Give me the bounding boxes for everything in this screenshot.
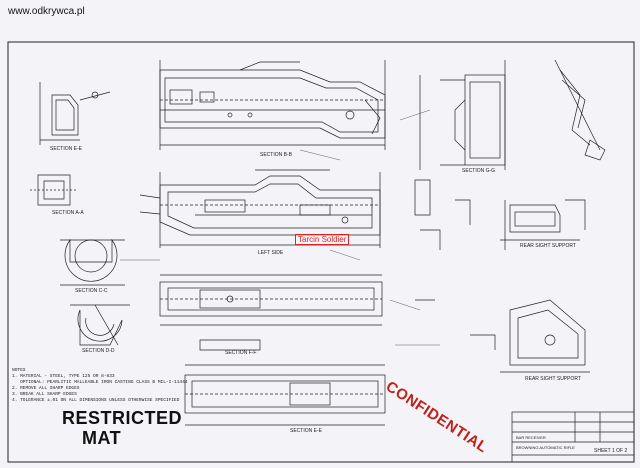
restricted-stamp: RESTRICTED MAT: [62, 408, 182, 448]
receiver-bottom-view-2: [184, 339, 386, 426]
section-label: REAR SIGHT SUPPORT: [520, 243, 576, 249]
section-label: SECTION E-E: [50, 146, 82, 152]
section-label: SECTION C-C: [75, 288, 108, 294]
receiver-left-side-view: [139, 169, 381, 248]
section-label: SECTION A-A: [52, 210, 84, 216]
receiver-top-view: [159, 60, 386, 150]
section-top-right: [419, 59, 606, 170]
section-label: SECTION F-F: [225, 350, 257, 356]
section-label: SECTION G-G: [462, 168, 496, 174]
section-aa: [30, 174, 78, 206]
restricted-line-1: RESTRICTED: [62, 408, 183, 428]
section-cc: [60, 238, 125, 286]
section-label: SECTION E-E: [290, 428, 322, 434]
section-ee-top: [39, 82, 111, 145]
receiver-bottom-view-1: [159, 274, 383, 326]
section-label: LEFT SIDE: [258, 250, 284, 256]
rear-sight-support-2: [500, 299, 590, 373]
watermark: www.odkrywca.pl: [8, 6, 85, 17]
title-block-subtitle: BROWNING AUTOMATIC RIFLE: [516, 445, 575, 450]
rear-sight-support-1: [500, 199, 586, 250]
small-details-right: [414, 179, 496, 350]
restricted-line-2: MAT: [82, 428, 122, 448]
sheet-number: SHEET 1 OF 2: [594, 448, 628, 454]
drawing-notes: NOTES 1. MATERIAL - STEEL, TYPE 125 OR 8…: [12, 368, 188, 403]
drawing-border: [7, 41, 635, 463]
section-label: SECTION B-B: [260, 152, 292, 158]
title-block: [511, 411, 635, 463]
section-label: SECTION D-D: [82, 348, 115, 354]
section-label: REAR SIGHT SUPPORT: [525, 376, 581, 382]
inspection-stamp: Tarcin Soldier: [295, 234, 350, 245]
section-dd: [70, 304, 130, 346]
title-block-title: BAR RECEIVER: [516, 435, 546, 440]
